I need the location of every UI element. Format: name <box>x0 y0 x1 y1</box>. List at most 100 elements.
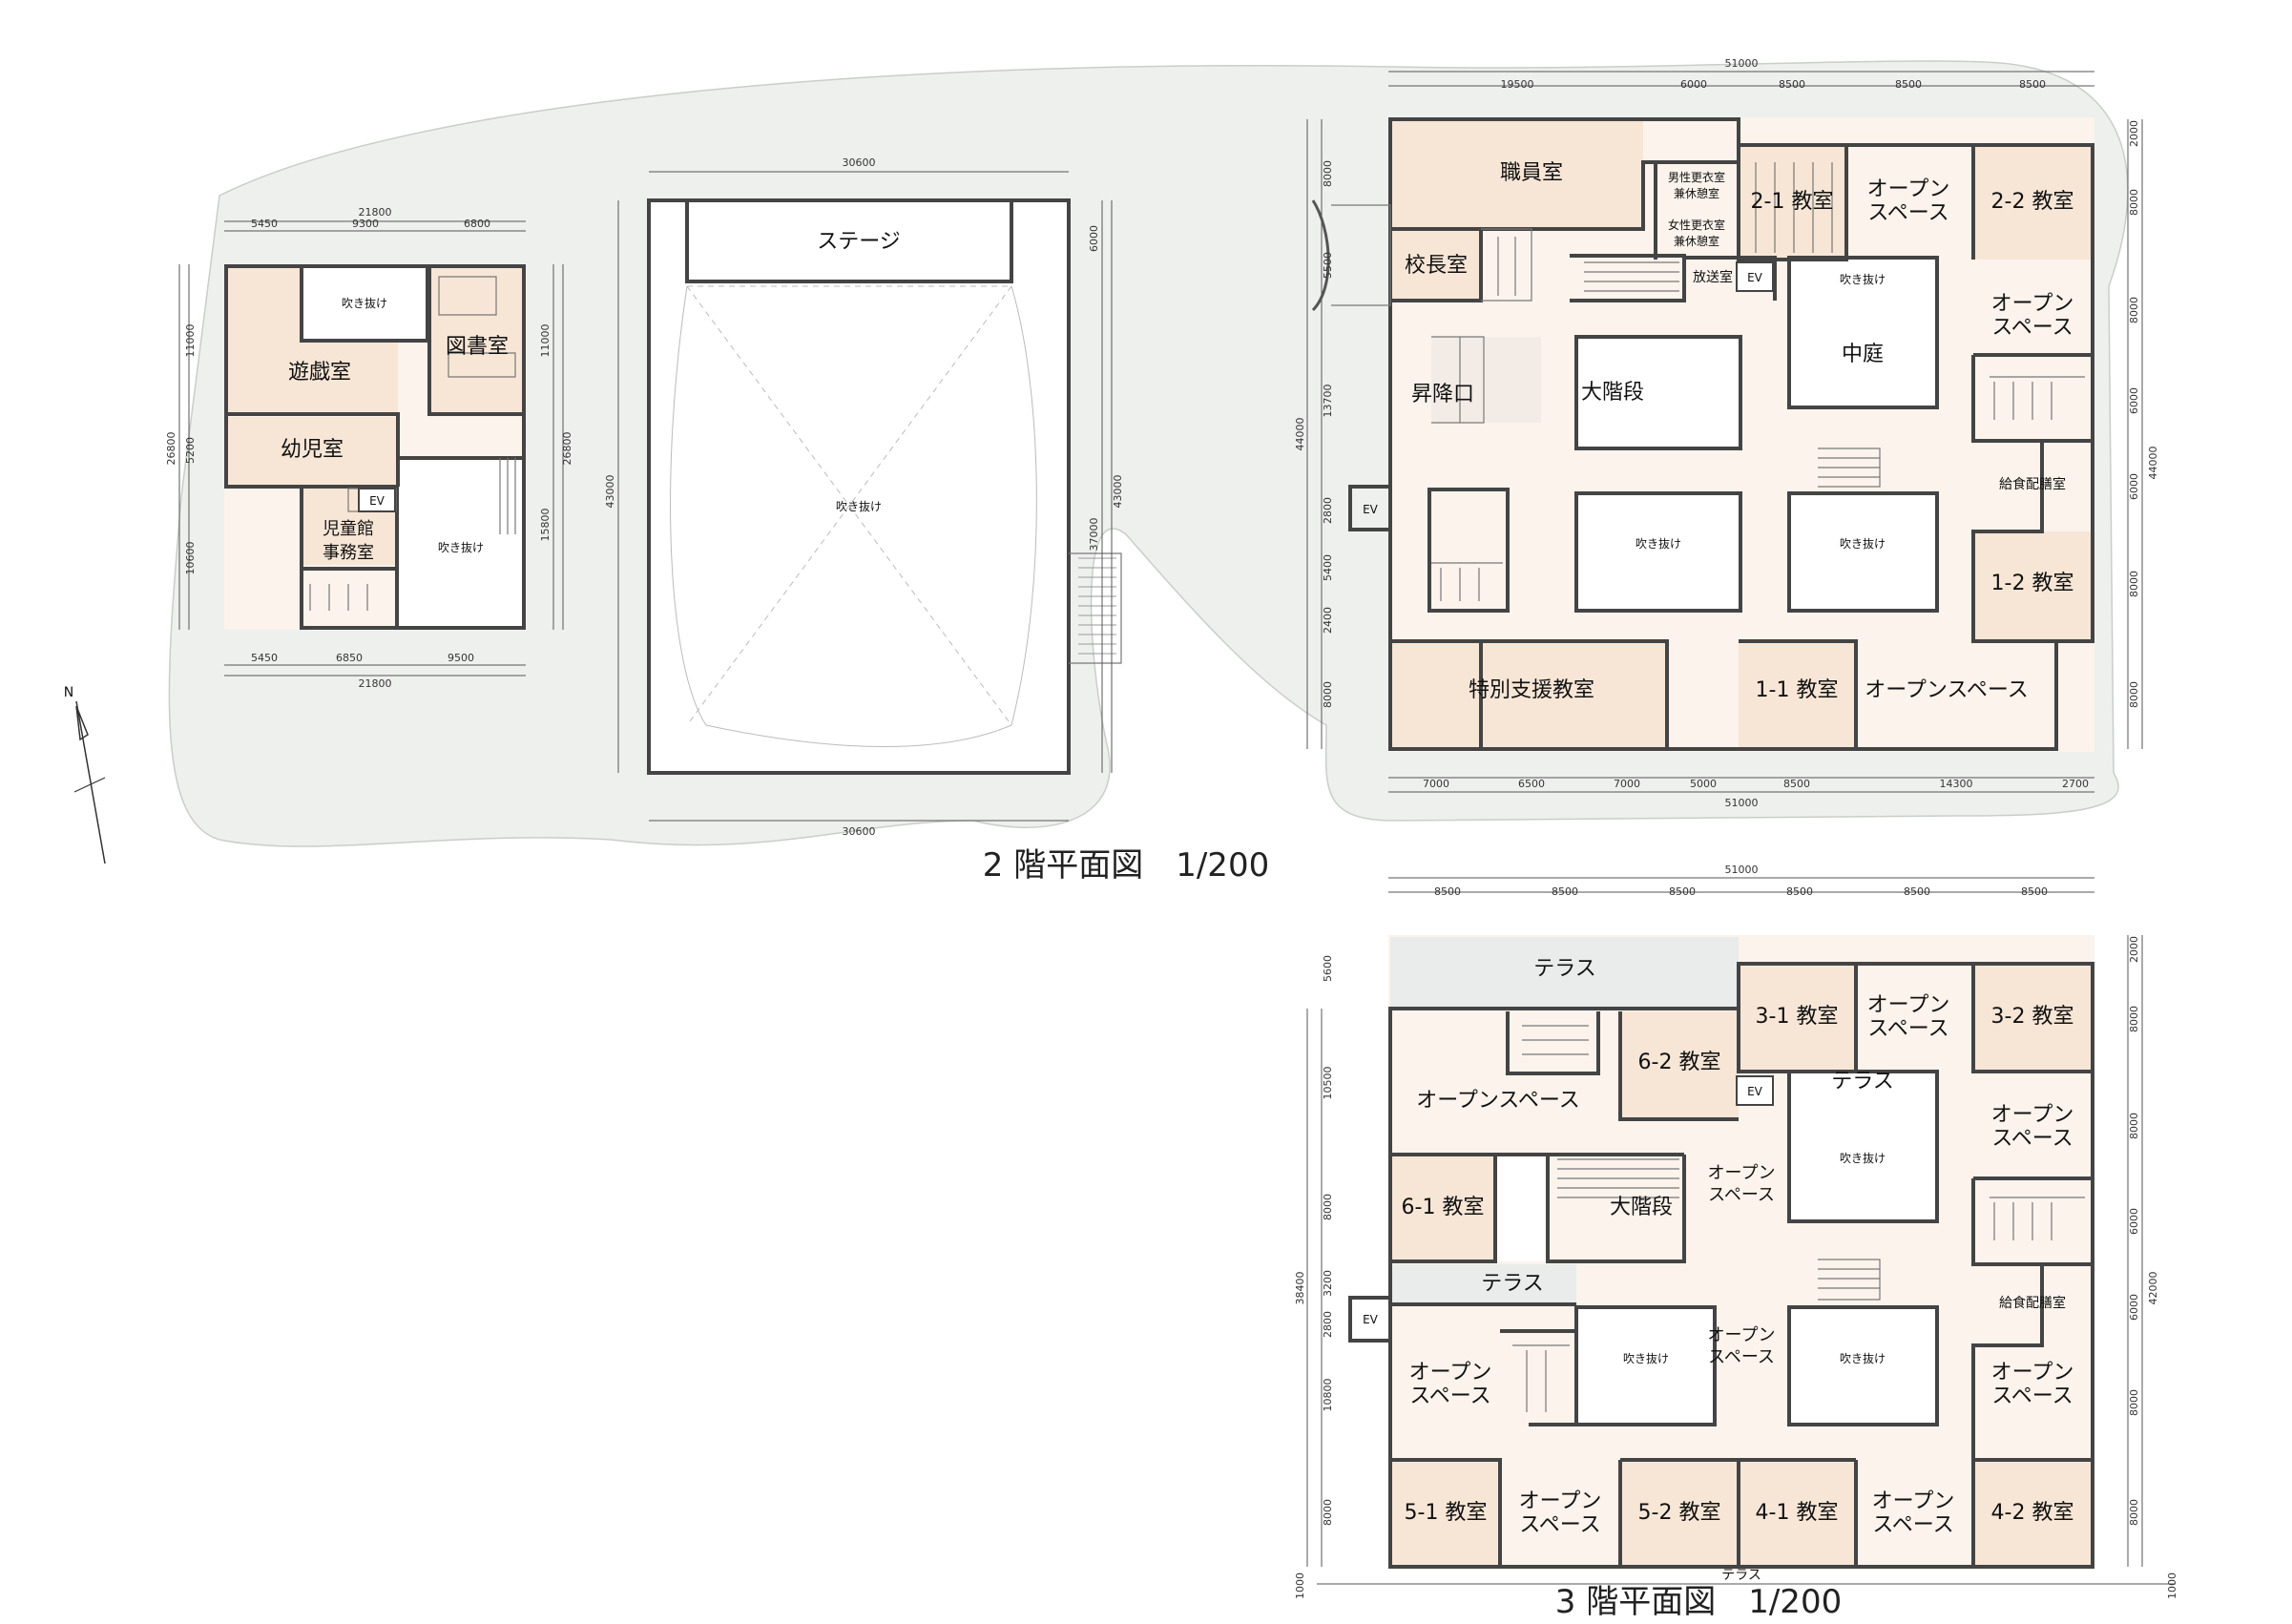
label-ev1-f3: EV <box>1747 1085 1763 1098</box>
dim-left-left-0: 11000 <box>184 324 197 358</box>
label-open1a: オープン <box>1867 177 1950 201</box>
label-4-1: 4-1 教室 <box>1756 1501 1839 1525</box>
label-kyushoku-f3: 給食配膳室 <box>1999 1295 2066 1311</box>
dim-f3-right-total: 42000 <box>2147 1272 2159 1305</box>
dim-left-top-2: 6800 <box>464 218 490 230</box>
dim-f2-top-total: 51000 <box>1725 57 1759 70</box>
label-fukinuke-top: 吹き抜け <box>342 297 387 310</box>
label-jimu: 事務室 <box>323 543 374 563</box>
dim-f2-left-5: 2400 <box>1322 607 1334 634</box>
dim-f3-bottom-left: 1000 <box>1294 1572 1306 1599</box>
label-terrace1: テラス <box>1533 957 1596 981</box>
dim-f3-top-0: 8500 <box>1434 885 1461 898</box>
dim-left-left-2: 10600 <box>184 542 197 575</box>
label-stage: ステージ <box>817 230 901 254</box>
dim-f2-right-total: 44000 <box>2147 447 2159 480</box>
label-open-c2a: オープン <box>1708 1325 1776 1345</box>
dim-f2-right-1: 8000 <box>2128 189 2140 216</box>
label-open2b: スペース <box>1991 316 2073 340</box>
label-fukinuke-m: 吹き抜け <box>1840 1352 1886 1365</box>
dim-f2-left-6: 8000 <box>1322 681 1334 708</box>
label-kyushoku-f2: 給食配膳室 <box>1999 476 2066 492</box>
label-f3-open6b: スペース <box>1872 1513 1953 1537</box>
dim-f3-top-5: 8500 <box>2021 885 2048 898</box>
dim-f3-top-3: 8500 <box>1786 885 1813 898</box>
label-open-ca: オープン <box>1708 1163 1776 1183</box>
label-f3-open2b: スペース <box>1991 1127 2073 1151</box>
dim-gym-right-0: 6000 <box>1088 225 1100 252</box>
title-floor3: 3 階平面図 1/200 <box>1555 1583 1842 1621</box>
label-yoji: 幼児室 <box>281 438 344 462</box>
label-fukinuke-bottom: 吹き抜け <box>438 541 484 554</box>
label-6-1: 6-1 教室 <box>1402 1196 1485 1219</box>
label-tokubetsu: 特別支援教室 <box>1469 678 1594 702</box>
dim-left-bottom-1: 6850 <box>336 652 363 664</box>
dim-left-bottom-0: 5450 <box>251 652 278 664</box>
dim-f3-left-6: 8000 <box>1322 1499 1334 1526</box>
dim-left-left-total: 26800 <box>165 432 177 466</box>
dim-f2-bottom-3: 5000 <box>1690 778 1717 790</box>
dim-f2-top-1: 6000 <box>1680 78 1707 91</box>
dim-left-top-1: 9300 <box>352 218 379 230</box>
label-2-2: 2-2 教室 <box>1991 190 2074 214</box>
dim-left-bottom-2: 9500 <box>448 652 474 664</box>
dim-f2-top-2: 8500 <box>1779 78 1805 91</box>
dim-f3-right-0: 2000 <box>2128 936 2140 963</box>
dim-f2-bottom-2: 7000 <box>1614 778 1640 790</box>
label-2-1: 2-1 教室 <box>1751 190 1834 214</box>
label-f3-open4a: オープン <box>1991 1361 2074 1385</box>
dim-f3-left-0: 5600 <box>1322 955 1334 982</box>
dim-gym-top: 30600 <box>843 156 876 169</box>
dim-f3-top-2: 8500 <box>1669 885 1696 898</box>
dim-f2-left-2: 13700 <box>1322 385 1334 418</box>
dim-f2-right-6: 8000 <box>2128 681 2140 708</box>
dim-f2-left-4: 5400 <box>1322 554 1334 581</box>
label-f3-open2a: オープン <box>1991 1103 2074 1127</box>
dim-left-right-0: 11000 <box>539 324 552 358</box>
dim-f2-bottom-6: 2700 <box>2062 778 2089 790</box>
label-fukinuke-r: 吹き抜け <box>1840 1152 1886 1165</box>
north-label: N <box>64 685 73 700</box>
dim-gym-left: 43000 <box>604 475 616 509</box>
label-3-1: 3-1 教室 <box>1756 1005 1839 1029</box>
label-ev-left: EV <box>369 494 385 508</box>
label-terrace4: テラス <box>1721 1568 1761 1583</box>
label-f3-open4b: スペース <box>1991 1385 2073 1408</box>
label-6-2: 6-2 教室 <box>1638 1051 1721 1074</box>
label-f3-open5b: スペース <box>1519 1513 1600 1537</box>
dim-f2-bottom-total: 51000 <box>1725 797 1759 809</box>
label-open1b: スペース <box>1867 201 1948 225</box>
dim-f3-left-2: 8000 <box>1322 1194 1334 1220</box>
label-f3-open1b: スペース <box>1867 1017 1948 1041</box>
dim-f2-left-total: 44000 <box>1294 418 1306 451</box>
dim-left-bottom-total: 21800 <box>359 677 392 690</box>
dim-f3-right-4: 6000 <box>2128 1294 2140 1321</box>
dim-f3-top-1: 8500 <box>1552 885 1578 898</box>
dim-left-top-0: 5450 <box>251 218 278 230</box>
label-fukinuke-a: 吹き抜け <box>1636 537 1681 551</box>
dim-gym-bottom: 30600 <box>843 825 876 838</box>
dim-f2-top-3: 8500 <box>1895 78 1922 91</box>
dim-left-left-1: 5200 <box>184 437 197 464</box>
label-fukinuke-b: 吹き抜け <box>1840 537 1886 551</box>
label-dansei-2: 兼休憩室 <box>1674 186 1719 200</box>
label-5-1: 5-1 教室 <box>1405 1501 1488 1525</box>
gym: ステージ 吹き抜け 30600 30600 43000 6000 37000 4… <box>604 156 1124 838</box>
dim-f3-left-3: 3200 <box>1322 1270 1334 1297</box>
label-terrace2: テラス <box>1831 1070 1894 1093</box>
label-nakaniwa: 中庭 <box>1842 343 1884 366</box>
dim-gym-right-total: 43000 <box>1112 475 1124 509</box>
dim-f3-right-3: 6000 <box>2128 1208 2140 1235</box>
dim-f2-left-0: 8000 <box>1322 160 1334 187</box>
label-tosho: 図書室 <box>446 335 509 359</box>
dim-f3-left-4: 2800 <box>1322 1311 1334 1338</box>
label-f3-open3a: オープン <box>1409 1361 1492 1385</box>
label-gym-fukinuke: 吹き抜け <box>836 500 882 513</box>
label-ev2-f3: EV <box>1363 1313 1379 1326</box>
label-daikaidan-f3: 大階段 <box>1610 1196 1673 1219</box>
dim-f3-right-1: 8000 <box>2128 1006 2140 1032</box>
label-shokuin: 職員室 <box>1500 161 1563 185</box>
dim-f2-right-3: 6000 <box>2128 387 2140 414</box>
label-1-1: 1-1 教室 <box>1756 678 1839 702</box>
dim-f2-bottom-1: 6500 <box>1518 778 1545 790</box>
